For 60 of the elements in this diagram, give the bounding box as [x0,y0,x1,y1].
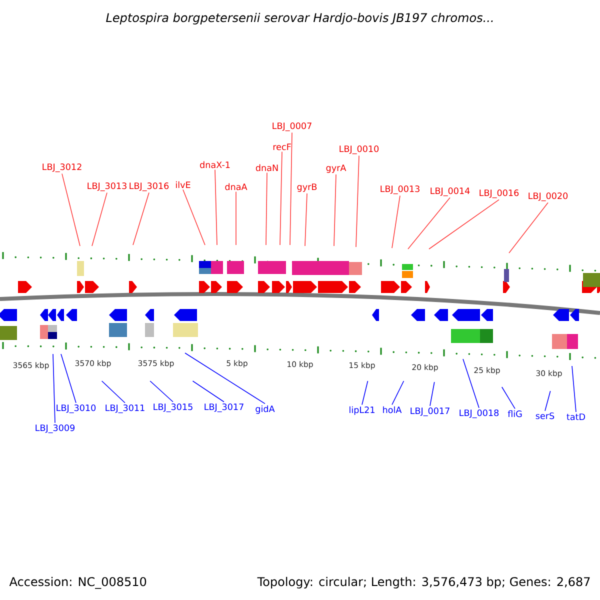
leader-line [392,380,404,406]
gene-label: LBJ_0013 [380,185,420,194]
gene-label: gidA [256,405,275,414]
gene-label: LBJ_3017 [204,403,244,412]
gene-label: tatD [566,414,586,420]
gene-label: dnaA [225,183,248,190]
gene-label: LBJ_3011 [106,404,144,414]
accession-text: Accession: NC_008510 [9,576,146,589]
leader-line [462,358,480,408]
leader-line [280,151,282,246]
gene-label: lipL21 [350,406,374,415]
gene-label: LBJ_0007 [272,122,312,132]
gene-label: LBJ_3015 [154,403,192,412]
gene-label: LBJ_3013 [88,182,126,192]
gene-label: LBJ_0010 [340,145,379,154]
gene-label: holA [383,406,402,414]
leader-line [392,195,400,248]
gene-label: LBJ_0014 [430,187,470,196]
gene-label: dnaN [256,164,278,172]
gene-label: serS [536,412,554,420]
leader-line [362,380,368,406]
title: Leptospira borgpetersenii serovar Hardjo-bovis JB197 chromos... [106,12,493,24]
gene-label: LBJ_0020 [528,192,568,202]
leader-line [430,382,435,406]
leader-line [508,202,548,254]
leader-line [266,172,268,246]
leader-line [62,173,80,246]
gene-label: LBJ_3009 [36,424,75,434]
leader-line [52,354,56,424]
leader-line [184,352,266,404]
gene-label: LBJ_0016 [480,189,519,198]
leader-line [92,192,108,246]
leader-line [304,193,308,246]
gene-label: LBJ_3016 [130,182,169,192]
leader-line [334,174,336,246]
leader-line [428,199,500,250]
summary-text: Topology: circular; Length: 3,576,473 bp; Genes: 2,687 [257,576,590,588]
leader-line [132,192,150,246]
leader-line [290,132,292,246]
leader-line [192,380,224,402]
leader-line [501,386,516,410]
gene-label: gyrA [326,164,346,173]
leader-line [150,380,174,402]
gene-label: LBJ_3010 [56,404,96,414]
gene-label: recF [273,144,291,150]
leader-line [356,155,360,248]
leader-line [544,390,551,412]
leader-line [572,366,576,412]
leader-line [182,189,206,246]
gene-label: LBJ_0017 [410,407,450,416]
gene-label: gyrB [297,184,317,192]
gene-label: ilvE [176,181,190,188]
gene-label: LBJ_3012 [42,163,82,172]
leader-line [214,169,218,246]
leader-line [408,197,450,250]
gene-label: fliG [508,410,522,418]
gene-label: dnaX-1 [200,161,230,168]
gene-label: LBJ_0018 [460,409,499,418]
leader-line [60,354,76,404]
leader-line [101,380,126,404]
